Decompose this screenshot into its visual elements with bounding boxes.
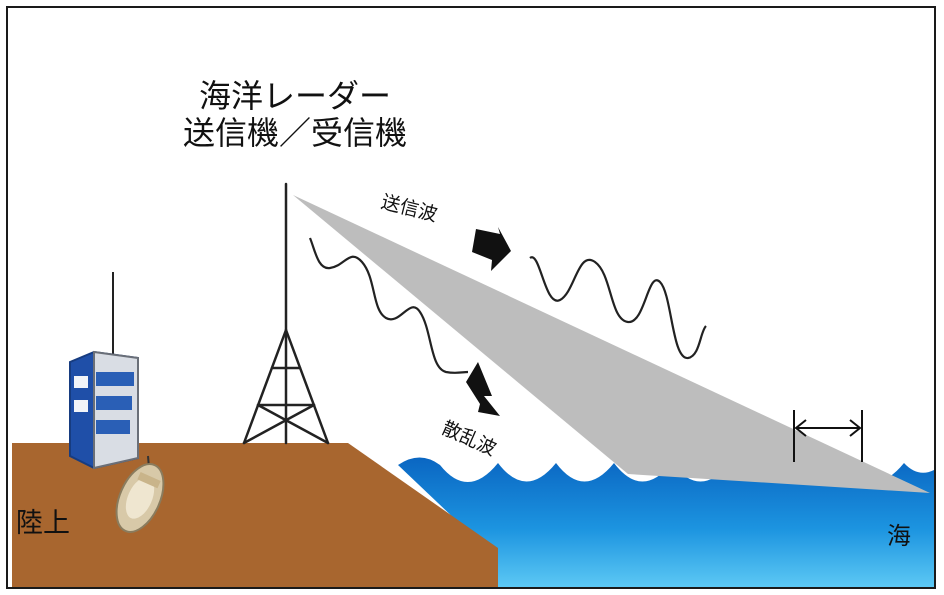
double-arrow-icon [793,410,863,462]
sea-label: 海 [887,522,911,550]
land-label: 陸上 [16,508,70,539]
sea-surface [398,457,934,587]
transmit-arrow-icon [472,227,511,271]
transmit-wave-line [529,256,707,360]
title-line-2: 送信機／受信機 [182,113,407,152]
title-line-1: 海洋レーダー [198,77,391,115]
title-label: 海洋レーダー 送信機／受信機 [160,78,430,152]
building-icon [69,272,139,470]
antenna-tower-icon [242,182,330,445]
scatter-wave-line [308,237,469,374]
radar-beam [293,195,930,493]
radar-van-icon [115,455,165,533]
scatter-arrow-icon [466,362,500,416]
